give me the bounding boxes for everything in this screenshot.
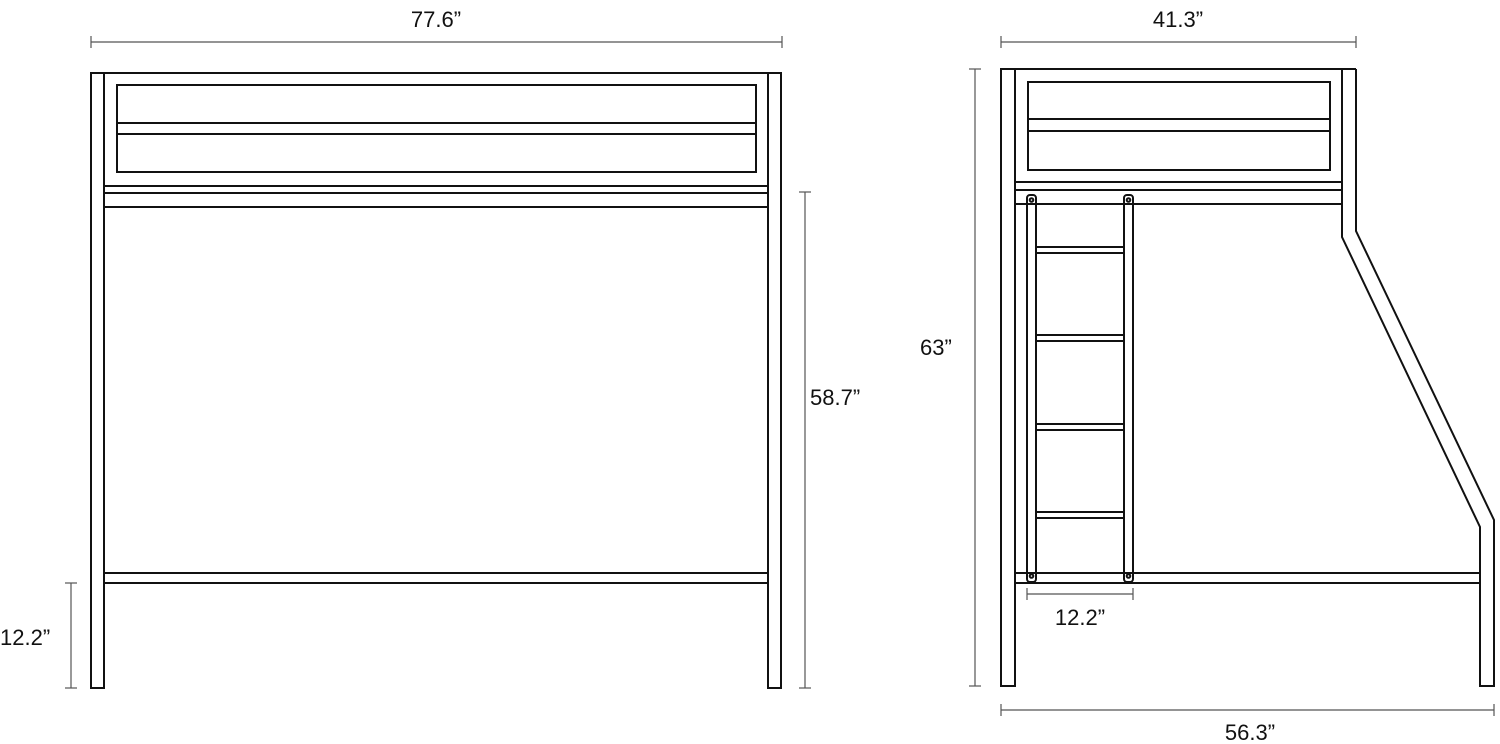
front-clearance-dimension: 12.2” <box>0 582 77 689</box>
ladder-width-label: 12.2” <box>1055 605 1105 630</box>
front-width-label: 77.6” <box>411 7 461 32</box>
ladder-bolt <box>1125 573 1132 579</box>
front-view <box>90 72 782 689</box>
side-bottom-dimension: 56.3” <box>1000 704 1495 744</box>
ladder <box>1026 194 1134 583</box>
ladder-rung <box>1035 423 1125 431</box>
side-left-post <box>1000 68 1016 687</box>
front-width-dimension: 77.6” <box>90 7 783 48</box>
front-left-post <box>90 72 105 689</box>
front-height-label: 58.7” <box>810 385 860 410</box>
ladder-bolt <box>1028 197 1035 203</box>
front-height-dimension: 58.7” <box>799 191 860 689</box>
side-headboard-panel <box>1027 81 1331 171</box>
side-top-dimension: 41.3” <box>1000 7 1357 48</box>
side-top-label: 41.3” <box>1153 7 1203 32</box>
ladder-width-dimension: 12.2” <box>1026 588 1134 630</box>
ladder-rung <box>1035 246 1125 254</box>
ladder-bolt <box>1028 573 1035 579</box>
front-right-post <box>767 72 782 689</box>
side-height-label: 63” <box>920 335 952 360</box>
ladder-rung <box>1035 511 1125 519</box>
side-bottom-label: 56.3” <box>1225 720 1275 744</box>
front-clearance-label: 12.2” <box>0 625 50 650</box>
ladder-rung <box>1035 334 1125 342</box>
ladder-bolt <box>1125 197 1132 203</box>
side-right-angled-post <box>1341 69 1495 687</box>
side-height-dimension: 63” <box>920 68 981 687</box>
ladder-left-rail <box>1026 194 1037 583</box>
side-view <box>1000 68 1495 687</box>
ladder-right-rail <box>1123 194 1134 583</box>
front-headboard-panel <box>116 84 757 173</box>
